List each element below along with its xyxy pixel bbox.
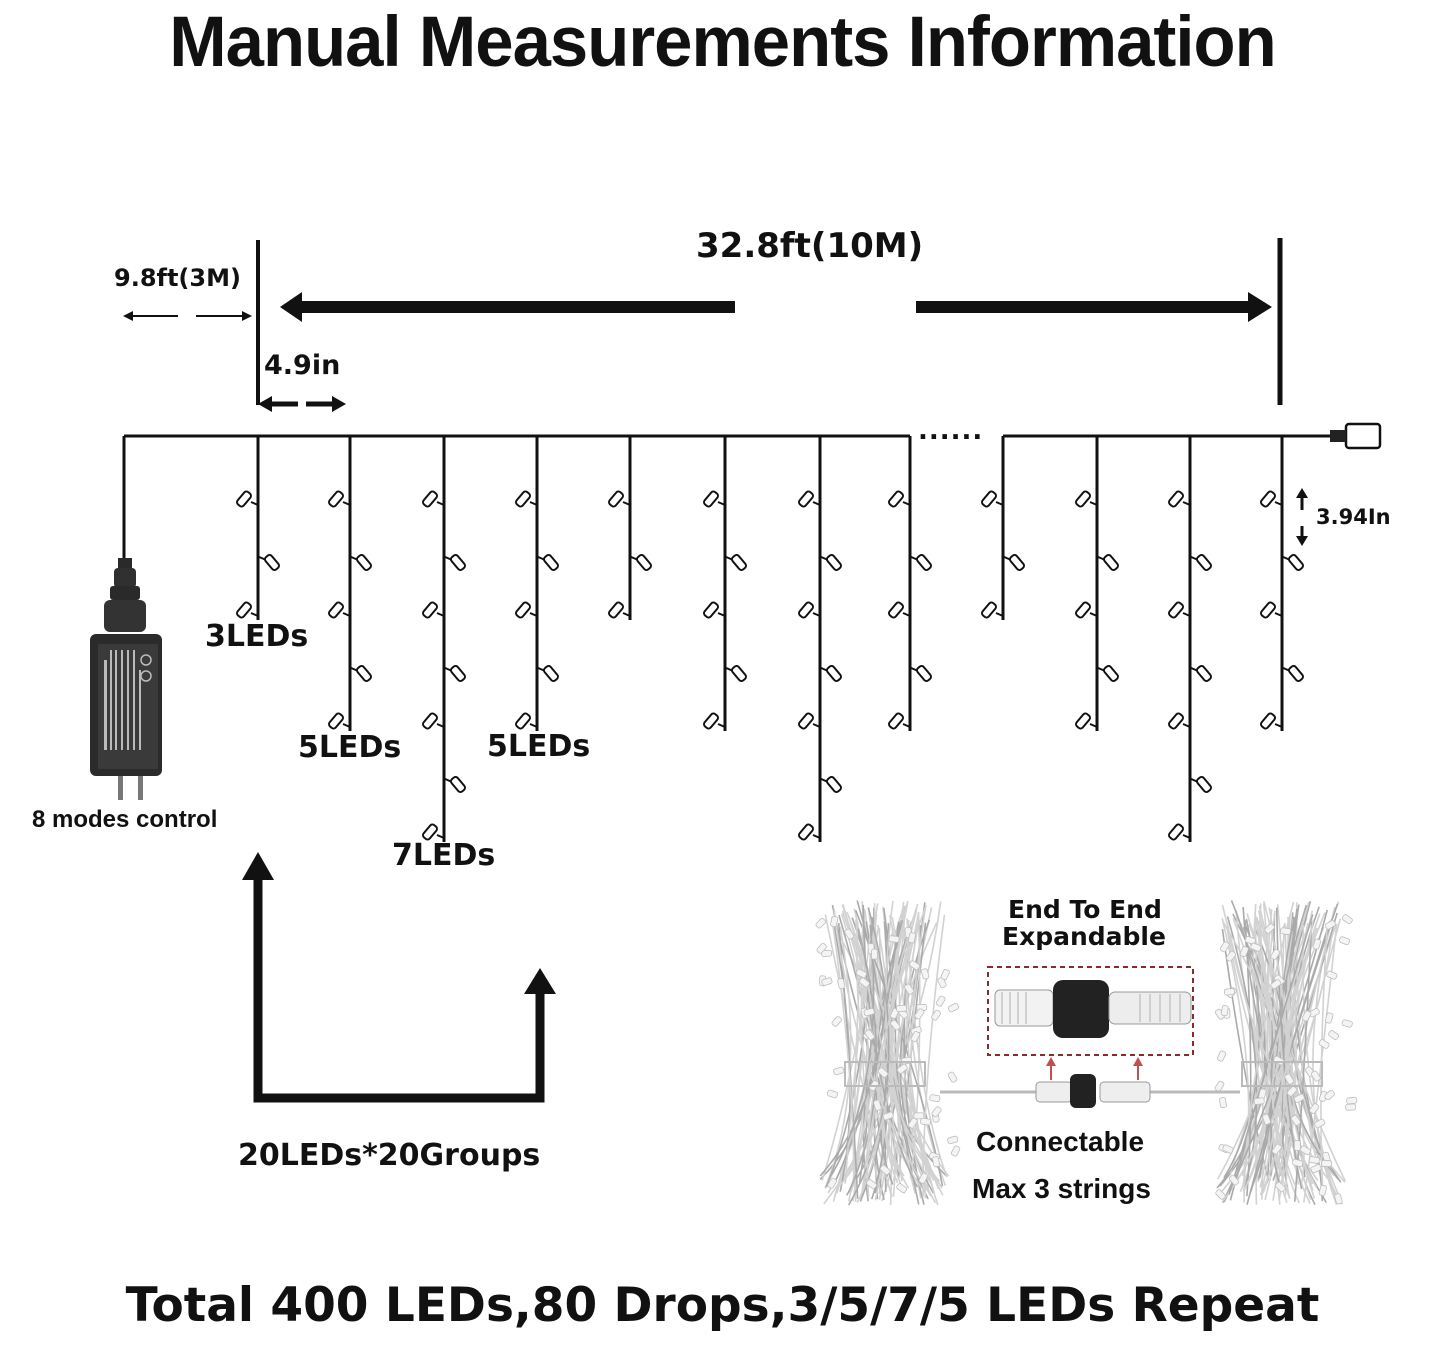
led-bulb-icon <box>1190 776 1212 793</box>
led-bulb-icon <box>1168 490 1190 507</box>
led-bulb-icon <box>798 823 820 840</box>
wire-bundle-icon <box>815 900 960 1205</box>
led-bulb-icon <box>1260 490 1282 507</box>
led-bulb-icon <box>703 712 725 729</box>
led-bulb-icon <box>422 712 444 729</box>
led-bulb-icon <box>1168 712 1190 729</box>
controller-label: 8 modes control <box>32 806 217 834</box>
led-bulb-icon <box>888 712 910 729</box>
led-bulb-icon <box>888 490 910 507</box>
drop-label-7leds: 7LEDs <box>392 838 495 873</box>
led-bulb-icon <box>820 665 842 682</box>
wire-bundle-icon <box>1214 900 1357 1204</box>
led-bulb-icon <box>910 554 932 571</box>
ellipsis: ...... <box>918 416 983 446</box>
led-bulb-icon <box>981 490 1003 507</box>
led-bulb-icon <box>630 554 652 571</box>
led-bulb-icon <box>981 601 1003 618</box>
led-bulb-icon <box>350 665 372 682</box>
led-bulb-icon <box>1190 665 1212 682</box>
led-bulb-icon <box>1282 665 1304 682</box>
drop-label-5leds: 5LEDs <box>487 729 590 764</box>
led-bulb-icon <box>444 665 466 682</box>
connector-caption: Max 3 strings <box>972 1173 1151 1205</box>
led-bulb-icon <box>236 490 258 507</box>
led-bulb-icon <box>725 554 747 571</box>
led-bulb-icon <box>422 601 444 618</box>
led-bulb-icon <box>1168 601 1190 618</box>
led-bulb-icon <box>1075 490 1097 507</box>
led-bulb-icon <box>1003 554 1025 571</box>
main-wire <box>124 436 1330 565</box>
led-bulb-icon <box>888 601 910 618</box>
lead-length-label: 9.8ft(3M) <box>114 264 241 292</box>
led-bulb-icon <box>444 554 466 571</box>
led-bulb-icon <box>515 601 537 618</box>
led-spacing-label: 3.94In <box>1316 505 1391 529</box>
led-bulb-icon <box>1260 601 1282 618</box>
led-bulb-icon <box>422 490 444 507</box>
led-bulb-icon <box>1075 601 1097 618</box>
led-bulb-icon <box>608 601 630 618</box>
led-bulb-icon <box>515 712 537 729</box>
power-adapter-icon <box>90 558 162 800</box>
connector-caption: Connectable <box>976 1126 1144 1158</box>
led-bulb-icon <box>703 601 725 618</box>
led-bulb-icon <box>350 554 372 571</box>
led-drops <box>236 436 1304 842</box>
led-bulb-icon <box>1260 712 1282 729</box>
connector-closeup <box>988 967 1193 1080</box>
led-bulb-icon <box>1075 712 1097 729</box>
led-bulb-icon <box>1168 823 1190 840</box>
led-bulb-icon <box>608 490 630 507</box>
led-bulb-icon <box>1097 665 1119 682</box>
led-bulb-icon <box>798 490 820 507</box>
led-bulb-icon <box>328 490 350 507</box>
lead-length-dimension <box>123 311 252 321</box>
footer-summary: Total 400 LEDs,80 Drops,3/5/7/5 LEDs Rep… <box>0 1278 1445 1333</box>
connector-heading: Expandable <box>1002 922 1166 951</box>
led-bulb-icon <box>1097 554 1119 571</box>
led-bulb-icon <box>725 665 747 682</box>
led-bulb-icon <box>703 490 725 507</box>
led-bulb-icon <box>820 776 842 793</box>
led-bulb-icon <box>798 712 820 729</box>
led-bulb-icon <box>537 554 559 571</box>
led-bulb-icon <box>515 490 537 507</box>
group-label: 20LEDs*20Groups <box>238 1138 540 1173</box>
led-bulb-icon <box>910 665 932 682</box>
group-bracket <box>242 852 556 1098</box>
led-bulb-icon <box>328 601 350 618</box>
drop-spacing-label: 4.9in <box>264 350 340 381</box>
total-length-label: 32.8ft(10M) <box>696 226 923 266</box>
drop-spacing-dimension <box>258 396 346 412</box>
led-bulb-icon <box>1282 554 1304 571</box>
drop-label-5leds: 5LEDs <box>298 730 401 765</box>
connector-heading: End To End <box>1008 895 1162 924</box>
led-bulb-icon <box>236 601 258 618</box>
led-spacing-dimension <box>1296 488 1308 546</box>
led-bulb-icon <box>798 601 820 618</box>
led-bulb-icon <box>328 712 350 729</box>
led-bulb-icon <box>1190 554 1212 571</box>
led-bulb-icon <box>444 776 466 793</box>
led-bulb-icon <box>537 665 559 682</box>
plug-connector-icon <box>1330 424 1380 448</box>
drop-label-3leds: 3LEDs <box>205 619 308 654</box>
led-bulb-icon <box>820 554 842 571</box>
connector-small <box>940 1074 1240 1108</box>
led-bulb-icon <box>258 554 280 571</box>
